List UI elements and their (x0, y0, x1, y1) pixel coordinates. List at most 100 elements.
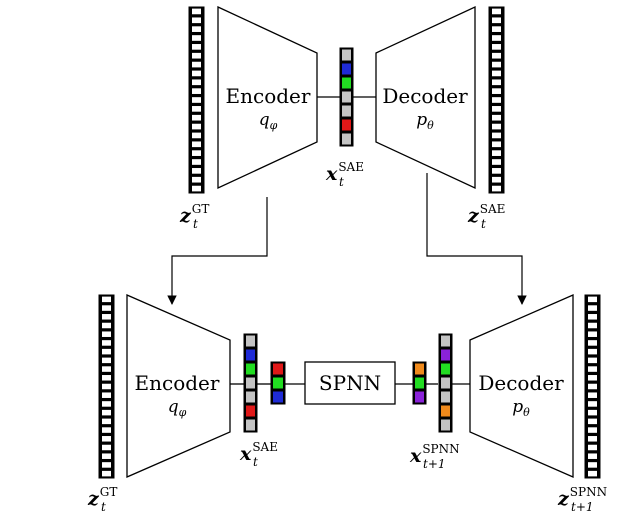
vector-cell (192, 44, 201, 50)
vector-cell (492, 44, 501, 50)
vector-cell (492, 123, 501, 130)
vector-cell (492, 168, 501, 174)
vector-cell (102, 427, 111, 433)
vector-cell (492, 185, 501, 192)
vector-cell (588, 462, 597, 468)
vector-cell (192, 114, 201, 121)
latent-cell-green (273, 377, 283, 389)
vector-cell (102, 436, 111, 442)
vector-cell (588, 409, 597, 416)
latent-cell-red (246, 405, 255, 417)
vector-cell (102, 331, 111, 337)
bottom-decoder-title: Decoder (478, 371, 564, 395)
top-encoder-title: Encoder (226, 84, 311, 108)
vector-cell (192, 106, 201, 112)
vector-cell (588, 453, 597, 459)
vector-cell (588, 383, 597, 390)
vector-cell (588, 357, 597, 364)
vector-cell (192, 97, 201, 103)
vector-cell (492, 52, 501, 59)
latent-cell-orange (415, 363, 424, 375)
latent-cell-gray (246, 391, 255, 403)
vector-cell (492, 97, 501, 103)
vector-cell (102, 392, 111, 398)
latent-cell-red (342, 119, 351, 131)
vector-cell (588, 366, 597, 372)
latent-cell-blue (273, 391, 283, 403)
bottom-latent-vector-xt1-spnn (438, 333, 453, 433)
vector-cell (492, 17, 501, 24)
vector-cell (492, 79, 501, 86)
latent-cell-green (246, 363, 255, 375)
vector-cell (192, 88, 201, 94)
vector-cell (192, 132, 201, 139)
vector-cell (588, 436, 597, 442)
vector-cell (192, 35, 201, 41)
vector-cell (588, 470, 597, 477)
bottom-compact-vector-out (412, 361, 427, 405)
latent-cell-red (273, 363, 283, 375)
latent-cell-gray (246, 419, 255, 431)
bottom-encoder-param: qφ (168, 397, 187, 419)
vector-cell (102, 462, 111, 468)
vector-cell (102, 375, 111, 381)
latent-cell-gray (342, 105, 351, 117)
latent-cell-orange (441, 405, 450, 417)
vector-cell (492, 88, 501, 94)
arrow-encoder-to-bottom (167, 197, 268, 305)
vector-cell (588, 392, 597, 398)
vector-cell (588, 427, 597, 433)
vector-cell (492, 150, 501, 156)
vector-cell (102, 470, 111, 477)
vector-cell (492, 106, 501, 112)
spnn-label: SPNN (319, 371, 381, 395)
top-output-vector-zt-sae (488, 6, 505, 194)
vector-cell (588, 375, 597, 381)
vector-cell (192, 168, 201, 174)
latent-cell-blue (342, 63, 351, 75)
vector-cell (192, 150, 201, 156)
latent-cell-purple (415, 391, 424, 403)
vector-cell (102, 366, 111, 372)
bottom-input-vector-zt-gt (98, 294, 115, 479)
vector-cell (492, 159, 501, 165)
vector-cell (192, 26, 201, 32)
latent-cell-blue (246, 349, 255, 361)
vector-cell (588, 401, 597, 407)
vector-cell (492, 26, 501, 32)
top-decoder-param: pθ (416, 110, 434, 132)
vector-cell (492, 70, 501, 77)
latent-cell-gray (246, 377, 255, 389)
vector-cell (192, 17, 201, 24)
vector-cell (192, 159, 201, 165)
arrow-decoder-to-bottom (426, 173, 527, 305)
vector-cell (192, 8, 201, 15)
top-decoder-block (375, 5, 476, 190)
vector-cell (192, 79, 201, 86)
vector-cell (492, 114, 501, 121)
latent-cell-gray (342, 49, 351, 61)
vector-cell (492, 141, 501, 148)
vector-cell (102, 383, 111, 390)
vector-cell (102, 314, 111, 320)
vector-cell (102, 296, 111, 303)
vector-cell (192, 61, 201, 68)
vector-cell (102, 340, 111, 346)
vector-cell (492, 132, 501, 139)
vector-cell (492, 35, 501, 41)
top-encoder-block (217, 5, 318, 190)
latent-cell-gray (441, 391, 450, 403)
latent-cell-gray (441, 377, 450, 389)
vector-cell (192, 123, 201, 130)
vector-cell (588, 322, 597, 329)
latent-cell-gray (246, 335, 255, 347)
vector-cell (102, 322, 111, 329)
latent-cell-gray (342, 91, 351, 103)
vector-cell (492, 61, 501, 68)
bottom-compact-vector-in (270, 361, 286, 405)
